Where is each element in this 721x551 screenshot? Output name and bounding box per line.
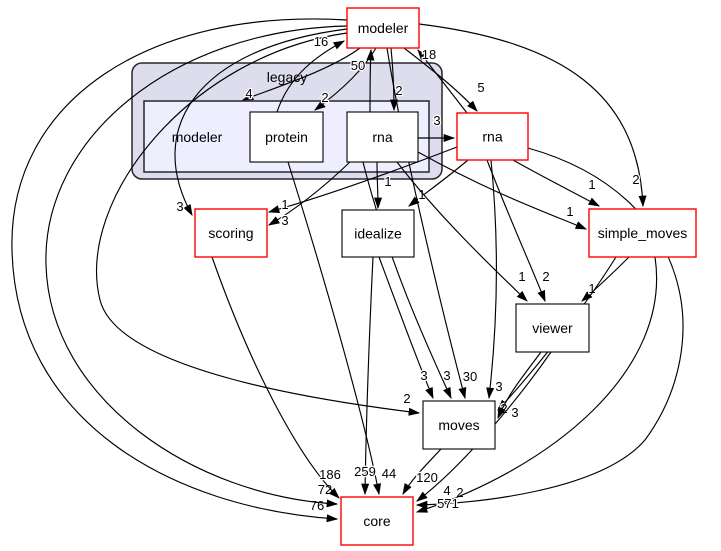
edge-idealize-to-moves: [378, 256, 434, 400]
node-rna-legacy[interactable]: [346, 111, 419, 163]
edge-label-scoring-to-core: 186: [319, 467, 341, 482]
node-protein[interactable]: [249, 111, 324, 163]
edge-label-rna-legacy-to-scoring: 3: [281, 213, 288, 228]
node-label-viewer: viewer: [532, 320, 573, 336]
edge-label-rna-legacy-to-modeler: 50: [351, 58, 365, 73]
edge-modeler-to-rna: [403, 47, 478, 112]
edge-label-simple_moves-to-core: 571: [437, 496, 459, 511]
node-viewer[interactable]: [515, 303, 590, 353]
edge-label-rna-to-scoring: 1: [281, 197, 288, 212]
edge-rna-to-core: [415, 147, 684, 509]
edge-label-rna-legacy-to-viewer: 1: [518, 269, 525, 284]
cluster-label-legacy: legacy: [267, 69, 307, 85]
edge-rna-to-viewer: [486, 159, 546, 303]
edge-label-rna-to-moves: 3: [495, 379, 502, 394]
node-label-idealize: idealize: [354, 226, 402, 242]
edge-label-viewer-to-moves: 3: [511, 405, 518, 420]
edge-modeler-to-simple_moves: [418, 23, 647, 208]
edge-simple_moves-to-viewer: [581, 256, 630, 302]
edge-rna-to-modeler: [417, 49, 468, 114]
node-rna[interactable]: [456, 112, 529, 161]
edge-rna-to-moves: [486, 159, 498, 400]
edge-idealize-to-core: [361, 256, 374, 496]
edge-label-rna-to-modeler: 18: [422, 47, 436, 62]
edge-modeler-to-rna-legacy: [389, 47, 399, 112]
node-label-scoring: scoring: [208, 225, 253, 241]
edge-rna-to-simple_moves: [512, 159, 601, 207]
edge-label-rna-to-core: 4: [443, 483, 450, 498]
edge-label-rna-to-simple_moves: 1: [588, 177, 595, 192]
edge-moves-to-core: [402, 448, 442, 495]
edge-rna-legacy-to-scoring: [268, 161, 351, 226]
edge-protein-to-modeler: [276, 40, 346, 113]
node-label-rna: rna: [482, 129, 502, 145]
edge-label-modeler-to-scoring: 3: [176, 199, 183, 214]
node-label-simple_moves: simple_moves: [598, 225, 687, 241]
edge-rna-to-scoring: [267, 146, 458, 214]
edge-label-rna-to-idealize: 1: [418, 187, 425, 202]
edge-label-rna-legacy-to-idealize: 1: [384, 174, 391, 189]
edge-label-modeler-to-moves: 2: [403, 391, 410, 406]
edge-rna-to-idealize: [408, 159, 469, 207]
edge-label-modeler-to-protein: 2: [321, 90, 328, 105]
edge-label-rna-legacy-to-rna: 3: [433, 113, 440, 128]
node-moves[interactable]: [422, 400, 496, 450]
edge-label-rna-to-viewer: 2: [542, 269, 549, 284]
edge-modeler-to-core: [45, 25, 348, 508]
edge-label-protein-to-modeler: 16: [314, 34, 328, 49]
edge-label-modeler-to-core: 76: [310, 498, 324, 513]
edge-label-viewer-to-core: 2: [456, 485, 463, 500]
edge-modeler-to-moves: [386, 47, 467, 400]
edge-label-protein-to-core: 44: [382, 466, 396, 481]
edge-rna-legacy-to-viewer: [396, 161, 528, 302]
edge-rna-legacy-to-modeler: [366, 48, 375, 113]
edge-modeler-to-scoring: [174, 28, 348, 217]
edge-label-rna-legacy-to-simple_moves: 1: [566, 204, 573, 219]
edge-rna-legacy-to-moves: [362, 161, 452, 400]
edge-label-idealize-to-moves: 3: [420, 368, 427, 383]
node-idealize[interactable]: [341, 209, 415, 258]
node-label-rna-legacy: rna: [372, 129, 392, 145]
edge-label-rna-legacy-to-moves: 3: [443, 368, 450, 383]
node-label-protein: protein: [265, 129, 308, 145]
node-simple_moves[interactable]: [588, 208, 697, 258]
edge-label-simple_moves-to-viewer: 1: [588, 281, 595, 296]
edge-label-modeler-to-rna-legacy: 2: [395, 83, 402, 98]
edge-modeler-to-core: [11, 18, 348, 523]
node-core[interactable]: [340, 496, 414, 546]
edge-simple_moves-to-core: [415, 256, 658, 513]
edge-label-modeler-to-simple_moves: 2: [632, 172, 639, 187]
cluster-label-legacy-modeler: modeler: [172, 129, 223, 145]
edge-viewer-to-moves: [497, 351, 542, 420]
node-modeler[interactable]: [346, 7, 420, 49]
edge-label-moves-to-core: 120: [416, 470, 438, 485]
edge-label-idealize-to-core: 259: [354, 464, 376, 479]
edge-modeler-to-legacy-modeler: [241, 47, 361, 101]
node-label-moves: moves: [438, 417, 479, 433]
edge-label-modeler-to-moves: 30: [463, 369, 477, 384]
node-label-core: core: [363, 513, 390, 529]
edge-label-modeler-to-rna: 5: [477, 80, 484, 95]
edge-rna-legacy-to-idealize: [373, 161, 383, 210]
node-scoring[interactable]: [194, 208, 268, 258]
edge-rna-legacy-to-simple_moves: [417, 151, 588, 230]
edge-protein-to-core: [287, 161, 382, 496]
edge-label-modeler-to-legacy-modeler: 4: [245, 86, 252, 101]
edge-label-modeler-to-core: 72: [318, 482, 332, 497]
edge-modeler-to-moves: [96, 32, 421, 416]
edge-scoring-to-core: [211, 256, 340, 499]
node-label-modeler: modeler: [358, 20, 409, 36]
